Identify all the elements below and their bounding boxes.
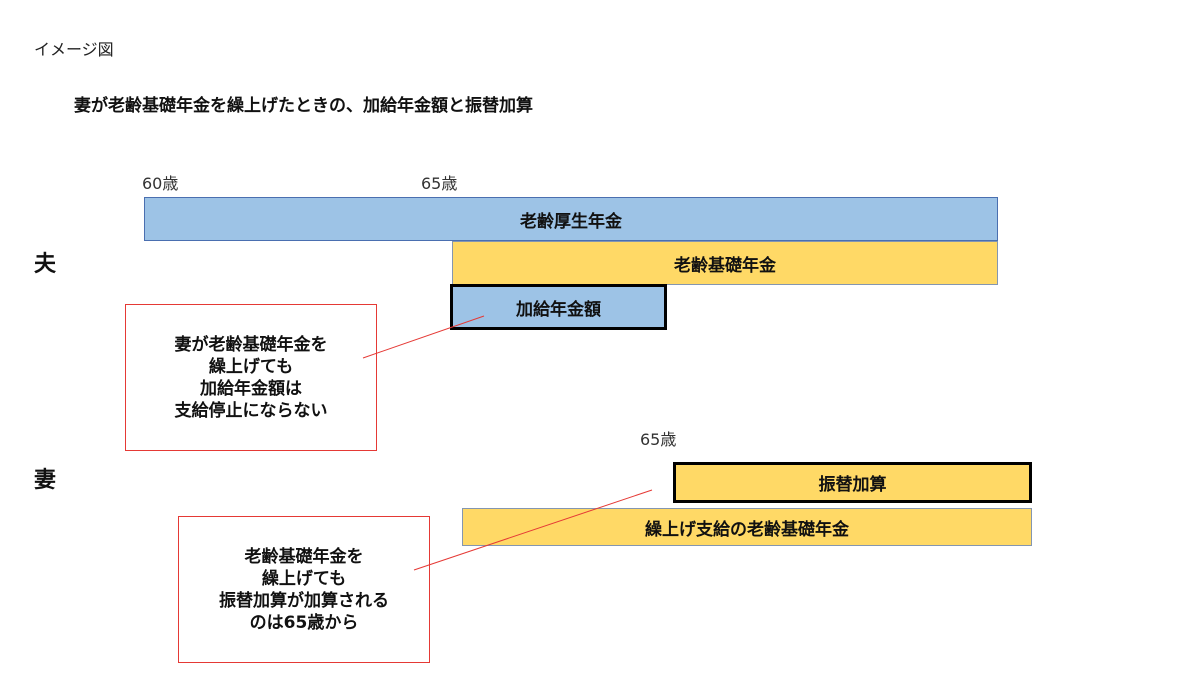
wife-label: 妻 — [34, 468, 57, 493]
bar-employee-pension-label: 老齢厚生年金 — [520, 211, 622, 232]
diagram-title: 妻が老齢基礎年金を繰上げたときの、加給年金額と振替加算 — [74, 96, 533, 116]
bar-spousal-addition-label: 加給年金額 — [516, 299, 601, 320]
bar-basic-pension: 老齢基礎年金 — [452, 241, 998, 285]
husband-label: 夫 — [34, 252, 57, 277]
bar-employee-pension: 老齢厚生年金 — [144, 197, 998, 241]
caption: イメージ図 — [34, 40, 114, 59]
bar-early-basic-pension: 繰上げ支給の老齢基礎年金 — [462, 508, 1032, 546]
age-label-60: 60歳 — [142, 174, 179, 193]
bar-transfer-addition-label: 振替加算 — [818, 475, 887, 495]
bar-spousal-addition: 加給年金額 — [450, 284, 667, 330]
bar-transfer-addition: 振替加算 — [673, 462, 1032, 503]
age-label-65-husband: 65歳 — [421, 174, 458, 193]
age-label-65-wife: 65歳 — [640, 430, 677, 449]
bar-basic-pension-label: 老齢基礎年金 — [674, 255, 776, 276]
bar-early-basic-pension-label: 繰上げ支給の老齢基礎年金 — [645, 519, 849, 540]
husband-callout: 妻が老齢基礎年金を 繰上げても 加給年金額は 支給停止にならない — [125, 304, 377, 451]
wife-callout: 老齢基礎年金を 繰上げても 振替加算が加算される のは65歳から — [178, 516, 430, 663]
